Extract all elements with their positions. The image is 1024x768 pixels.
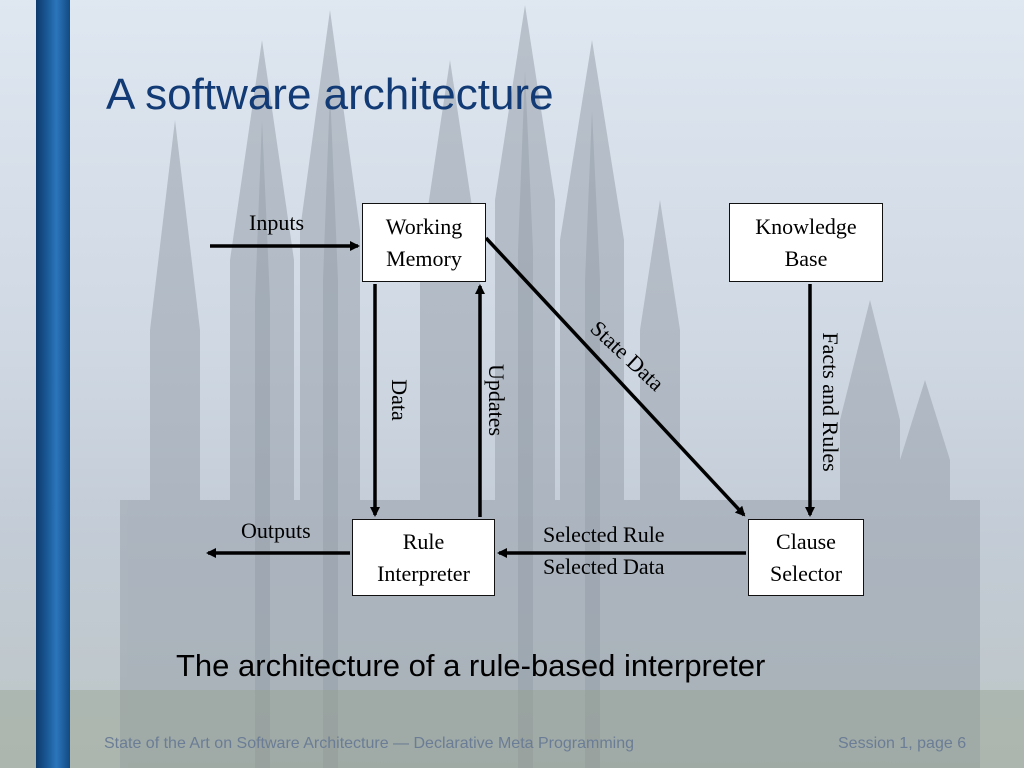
data-label: Data	[387, 379, 412, 421]
selected-rule-data-label: Selected Rule Selected Data	[543, 519, 665, 583]
facts-and-rules-label: Facts and Rules	[818, 332, 843, 472]
slide-title: A software architecture	[106, 70, 554, 119]
inputs-label: Inputs	[249, 210, 304, 235]
footer-page-number: Session 1, page 6	[838, 735, 967, 752]
footer-course-title: State of the Art on Software Architectur…	[104, 735, 635, 752]
outputs-label: Outputs	[241, 518, 311, 543]
diagram-caption: The architecture of a rule-based interpr…	[176, 648, 766, 683]
rule-interpreter-label-line1: Rule	[402, 528, 445, 554]
working-memory-label-line1: Working	[385, 213, 463, 239]
knowledge-base-node: Knowledge Base	[729, 203, 883, 282]
state-data-arrow	[484, 236, 746, 517]
selected-rule-label: Selected Rule	[543, 522, 665, 547]
clause-selector-label-line2: Selector	[769, 560, 843, 586]
left-accent-bar	[36, 0, 70, 768]
working-memory-node: Working Memory	[362, 203, 486, 282]
clause-selector-node: Clause Selector	[748, 519, 864, 596]
selected-data-label: Selected Data	[543, 554, 665, 579]
knowledge-base-label-line1: Knowledge	[755, 213, 857, 239]
rule-interpreter-label-line2: Interpreter	[377, 560, 470, 586]
clause-selector-label-line1: Clause	[776, 528, 836, 554]
rule-interpreter-node: Rule Interpreter	[352, 519, 495, 596]
knowledge-base-label-line2: Base	[784, 245, 828, 271]
updates-label: Updates	[484, 363, 509, 437]
working-memory-label-line2: Memory	[386, 245, 462, 271]
